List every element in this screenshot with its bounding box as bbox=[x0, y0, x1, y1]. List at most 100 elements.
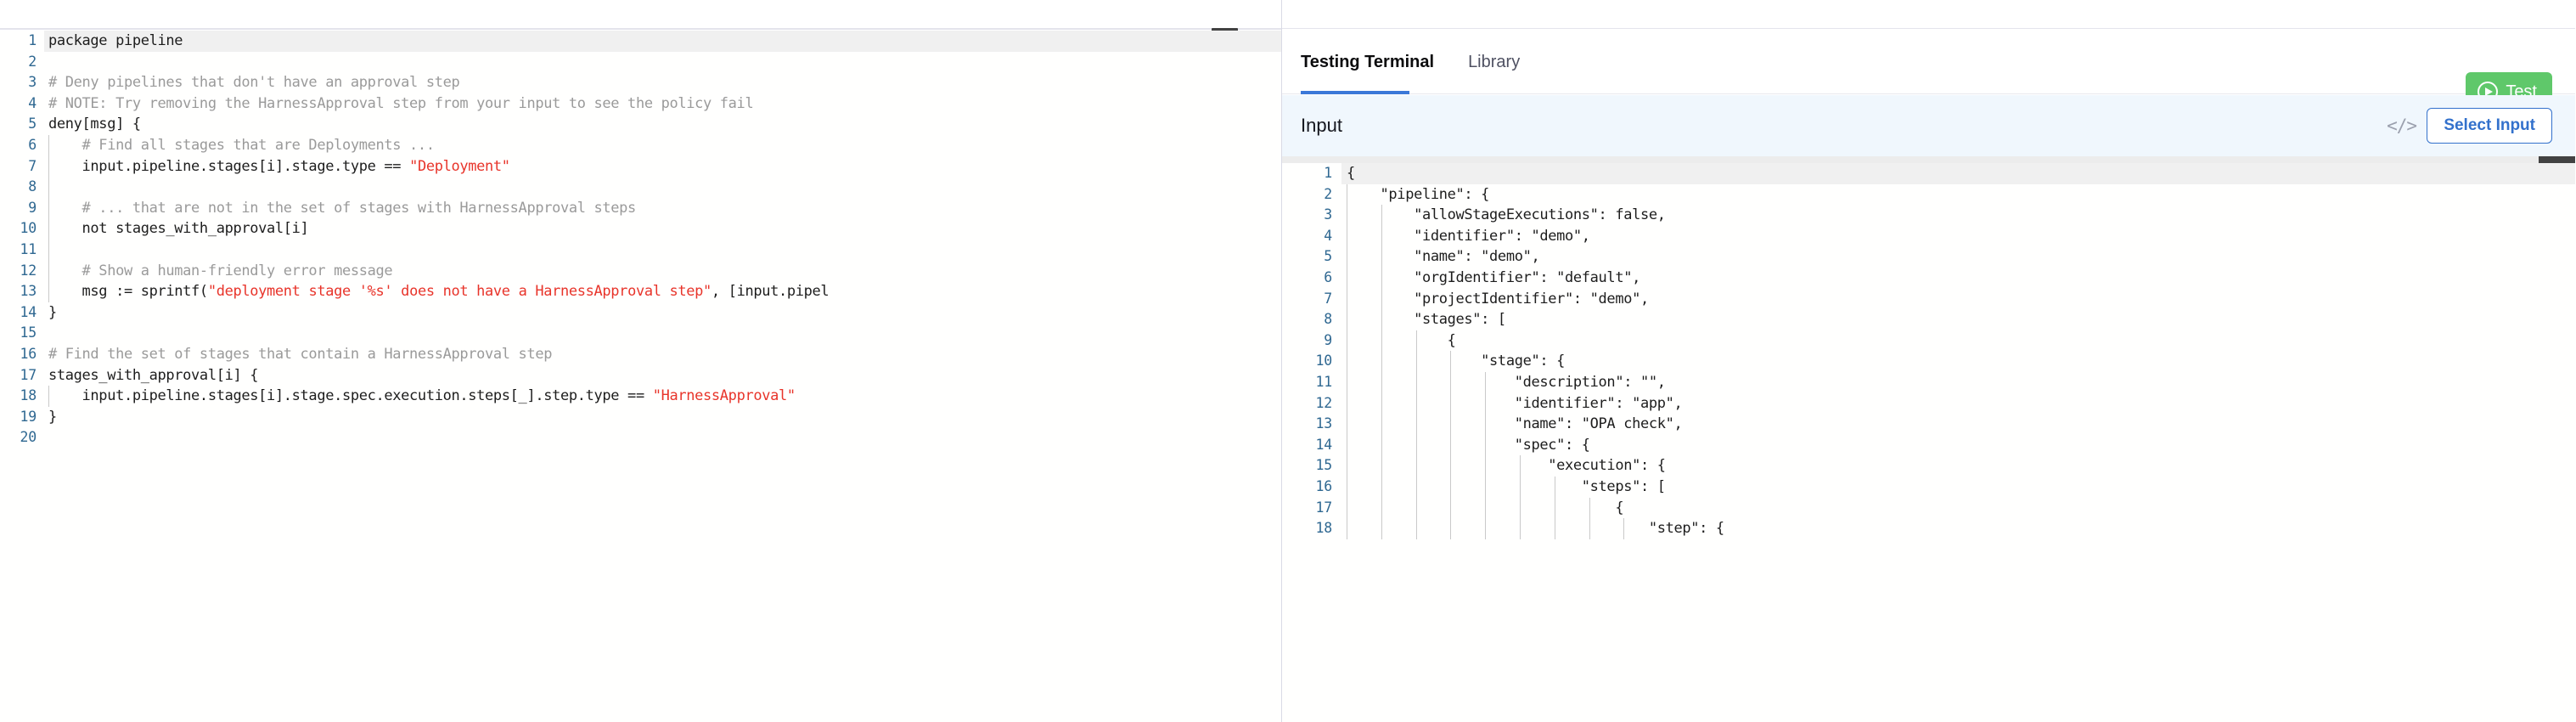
code-line[interactable]: 18 input.pipeline.stages[i].stage.spec.e… bbox=[0, 386, 1281, 407]
code-line[interactable]: 10 not stages_with_approval[i] bbox=[0, 218, 1281, 240]
line-number: 1 bbox=[1324, 165, 1332, 181]
line-number: 4 bbox=[28, 94, 37, 111]
code-token: not stages_with_approval[i] bbox=[48, 220, 309, 238]
code-line[interactable]: 13 msg := sprintf("deployment stage '%s'… bbox=[0, 281, 1281, 302]
input-json-editor[interactable]: 1{2 "pipeline": {3 "allowStageExecutions… bbox=[1282, 156, 2576, 722]
indent-guide bbox=[1415, 455, 1417, 477]
code-line[interactable]: 7 input.pipeline.stages[i].stage.type ==… bbox=[0, 155, 1281, 178]
input-line-text: "execution": { bbox=[1341, 455, 2576, 477]
indent-guide bbox=[1381, 497, 1382, 519]
code-line[interactable]: 19} bbox=[0, 407, 1281, 428]
indent-guide bbox=[1450, 476, 1452, 498]
indent-guide bbox=[1450, 455, 1452, 477]
code-line[interactable]: 2 bbox=[0, 52, 1281, 73]
input-line[interactable]: 13 "name": "OPA check", bbox=[1282, 414, 2576, 435]
input-editor-hscroll-track[interactable] bbox=[1282, 156, 2576, 163]
input-line[interactable]: 10 "stage": { bbox=[1282, 351, 2576, 372]
input-line[interactable]: 15 "execution": { bbox=[1282, 455, 2576, 477]
code-line-text: stages_with_approval[i] { bbox=[44, 365, 1281, 386]
code-line[interactable]: 3# Deny pipelines that don't have an app… bbox=[0, 72, 1281, 93]
code-line[interactable]: 4# NOTE: Try removing the HarnessApprova… bbox=[0, 93, 1281, 115]
code-line[interactable]: 20 bbox=[0, 427, 1281, 448]
input-line[interactable]: 6 "orgIdentifier": "default", bbox=[1282, 267, 2576, 289]
tab-testing-terminal[interactable]: Testing Terminal bbox=[1301, 30, 1453, 94]
input-line[interactable]: 11 "description": "", bbox=[1282, 371, 2576, 393]
code-line-text bbox=[44, 177, 1281, 198]
code-token: "step": { bbox=[1347, 520, 1724, 538]
input-line-text: "identifier": "demo", bbox=[1341, 225, 2576, 247]
input-line[interactable]: 2 "pipeline": { bbox=[1282, 183, 2576, 206]
line-number: 17 bbox=[1315, 499, 1333, 516]
input-line-text: "projectIdentifier": "demo", bbox=[1341, 288, 2576, 310]
select-input-button[interactable]: Select Input bbox=[2427, 108, 2552, 144]
code-line[interactable]: 15 bbox=[0, 323, 1281, 344]
input-line[interactable]: 16 "steps": [ bbox=[1282, 476, 2576, 498]
tab-label: Testing Terminal bbox=[1301, 52, 1435, 71]
code-token: "projectIdentifier": "demo", bbox=[1347, 290, 1649, 307]
code-line[interactable]: 8 bbox=[0, 177, 1281, 198]
code-token: "spec": { bbox=[1347, 436, 1590, 454]
code-token: "identifier": "app", bbox=[1347, 394, 1683, 412]
indent-guide bbox=[1381, 225, 1382, 247]
input-line[interactable]: 8 "stages": [ bbox=[1282, 309, 2576, 330]
code-line-text: deny[msg] { bbox=[44, 114, 1281, 135]
code-token: # ... that are not in the set of stages … bbox=[48, 199, 637, 217]
code-line[interactable]: 11 bbox=[0, 239, 1281, 261]
input-line[interactable]: 17 { bbox=[1282, 497, 2576, 519]
input-line[interactable]: 5 "name": "demo", bbox=[1282, 246, 2576, 268]
input-line[interactable]: 12 "identifier": "app", bbox=[1282, 392, 2576, 415]
input-line[interactable]: 18 "step": { bbox=[1282, 518, 2576, 539]
line-number: 19 bbox=[20, 408, 37, 425]
code-line[interactable]: 16# Find the set of stages that contain … bbox=[0, 344, 1281, 365]
code-line[interactable]: 9 # ... that are not in the set of stage… bbox=[0, 197, 1281, 219]
input-line-text: "stage": { bbox=[1341, 351, 2576, 372]
input-line-text: { bbox=[1341, 163, 2576, 184]
line-number: 10 bbox=[1315, 353, 1333, 369]
line-number: 1 bbox=[28, 32, 37, 48]
input-line[interactable]: 14 "spec": { bbox=[1282, 434, 2576, 456]
line-number: 12 bbox=[20, 262, 37, 279]
indent-guide bbox=[1381, 476, 1382, 498]
line-number: 3 bbox=[1324, 206, 1332, 223]
input-line-text: "pipeline": { bbox=[1341, 183, 2576, 206]
code-line[interactable]: 12 # Show a human-friendly error message bbox=[0, 260, 1281, 282]
input-line[interactable]: 7 "projectIdentifier": "demo", bbox=[1282, 288, 2576, 310]
code-token: "allowStageExecutions": false, bbox=[1347, 206, 1666, 224]
code-brackets-icon[interactable]: </> bbox=[2387, 116, 2417, 136]
code-line[interactable]: 6 # Find all stages that are Deployments… bbox=[0, 134, 1281, 156]
indent-guide bbox=[1485, 371, 1487, 393]
code-line-text bbox=[44, 427, 1281, 448]
input-line[interactable]: 4 "identifier": "demo", bbox=[1282, 225, 2576, 247]
indent-guide bbox=[1381, 267, 1382, 289]
code-token: "deployment stage '%s' does not have a H… bbox=[207, 283, 711, 301]
tab-library[interactable]: Library bbox=[1453, 30, 1535, 94]
code-token: "identifier": "demo", bbox=[1347, 227, 1590, 245]
code-line-text: # Deny pipelines that don't have an appr… bbox=[44, 72, 1281, 93]
input-line[interactable]: 9 { bbox=[1282, 330, 2576, 352]
line-number: 11 bbox=[1315, 373, 1333, 390]
indent-guide bbox=[1415, 497, 1417, 519]
indent-guide bbox=[1415, 392, 1417, 415]
indent-guide bbox=[48, 177, 49, 198]
code-line[interactable]: 14} bbox=[0, 302, 1281, 324]
line-number: 7 bbox=[1324, 290, 1332, 307]
code-line-text: # ... that are not in the set of stages … bbox=[44, 197, 1281, 219]
line-number: 13 bbox=[20, 283, 37, 300]
input-line[interactable]: 1{ bbox=[1282, 163, 2576, 184]
indent-guide bbox=[1450, 434, 1452, 456]
input-line-text: "description": "", bbox=[1341, 371, 2576, 393]
input-panel-header: Input </> Select Input bbox=[1282, 95, 2576, 156]
indent-guide bbox=[1381, 246, 1382, 268]
input-line-text: "name": "OPA check", bbox=[1341, 414, 2576, 435]
line-number: 20 bbox=[20, 429, 37, 446]
input-editor-hscroll-thumb[interactable] bbox=[2539, 156, 2576, 163]
line-number: 15 bbox=[20, 324, 37, 341]
indent-guide bbox=[1381, 351, 1382, 372]
input-line[interactable]: 3 "allowStageExecutions": false, bbox=[1282, 205, 2576, 226]
